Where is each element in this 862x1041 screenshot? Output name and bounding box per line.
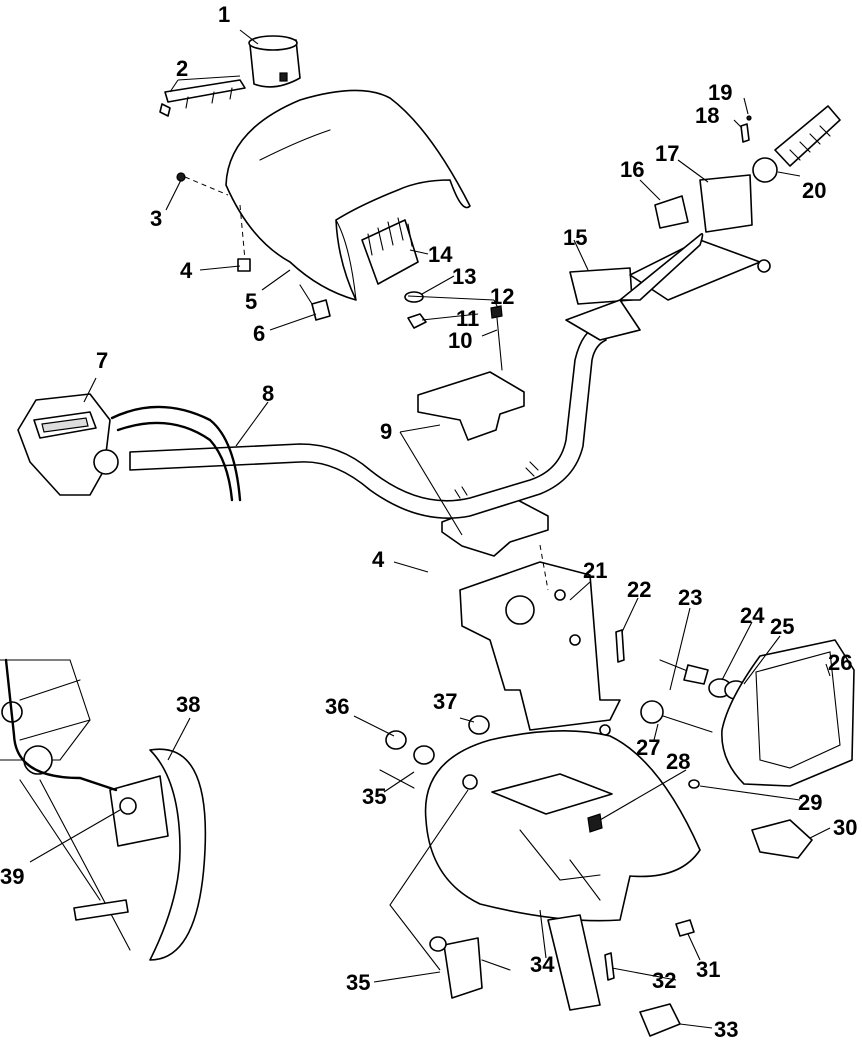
parts-35-37-switches <box>379 715 511 999</box>
callout-6: 6 <box>253 321 265 346</box>
callout-38: 38 <box>176 692 200 717</box>
callout-25: 25 <box>770 614 794 639</box>
part-7-left-control <box>17 393 242 502</box>
part-2-clips <box>159 79 246 117</box>
part-21-bracket <box>459 544 621 736</box>
part-15-master-cylinder <box>565 232 771 341</box>
callout-1: 1 <box>218 2 230 27</box>
callout-23: 23 <box>678 585 702 610</box>
callout-24: 24 <box>740 603 765 628</box>
callout-29: 29 <box>798 790 822 815</box>
callout-30: 30 <box>833 815 857 840</box>
callout-27: 27 <box>636 735 660 760</box>
callout-18: 18 <box>695 103 719 128</box>
callout-36: 36 <box>325 694 349 719</box>
parts-11-13-hardware <box>404 291 503 371</box>
callout-5: 5 <box>245 289 257 314</box>
callout-21: 21 <box>583 558 607 583</box>
callout-31: 31 <box>696 957 720 982</box>
part-5-cowling <box>225 89 471 301</box>
callout-39: 39 <box>0 864 24 889</box>
parts-3-4-6-fasteners <box>176 172 331 321</box>
callout-26: 26 <box>828 650 852 675</box>
callout-20: 20 <box>802 178 826 203</box>
callout-11: 11 <box>456 306 479 331</box>
callout-14: 14 <box>428 242 453 267</box>
callout-35-grommet: 35 <box>362 784 386 809</box>
part-14-connector <box>361 217 419 285</box>
part-8-handlebar <box>129 324 607 519</box>
callout-28: 28 <box>666 749 690 774</box>
callout-35-switch: 35 <box>346 970 370 995</box>
parts-16-20-grip-assembly <box>654 105 841 233</box>
callout-33: 33 <box>714 1017 738 1041</box>
inset-brake-detail <box>0 658 207 961</box>
callout-19: 19 <box>708 80 732 105</box>
callout-7: 7 <box>96 348 108 373</box>
callout-13: 13 <box>452 264 476 289</box>
part-1-speedometer-cup <box>248 35 301 88</box>
part-9-handlebar-clamps <box>417 371 549 557</box>
callout-17: 17 <box>655 141 679 166</box>
leader-lines <box>29 29 831 1029</box>
part-34-front-fender <box>424 730 701 1011</box>
parts-22-27-headlight-components <box>615 629 855 787</box>
callout-15: 15 <box>563 225 587 250</box>
callout-8: 8 <box>262 381 274 406</box>
callout-16: 16 <box>620 157 644 182</box>
callout-4-bracket: 4 <box>372 547 385 572</box>
callout-3: 3 <box>150 206 162 231</box>
parts-28-33-fasteners <box>587 779 813 1037</box>
callout-37: 37 <box>433 689 457 714</box>
callout-22: 22 <box>627 577 651 602</box>
callout-12: 12 <box>490 284 514 309</box>
callout-2: 2 <box>176 56 188 81</box>
callout-9: 9 <box>380 419 392 444</box>
callout-32: 32 <box>652 968 676 993</box>
callout-4-cowling: 4 <box>180 258 193 283</box>
callout-34: 34 <box>530 952 555 977</box>
callout-10: 10 <box>448 328 472 353</box>
